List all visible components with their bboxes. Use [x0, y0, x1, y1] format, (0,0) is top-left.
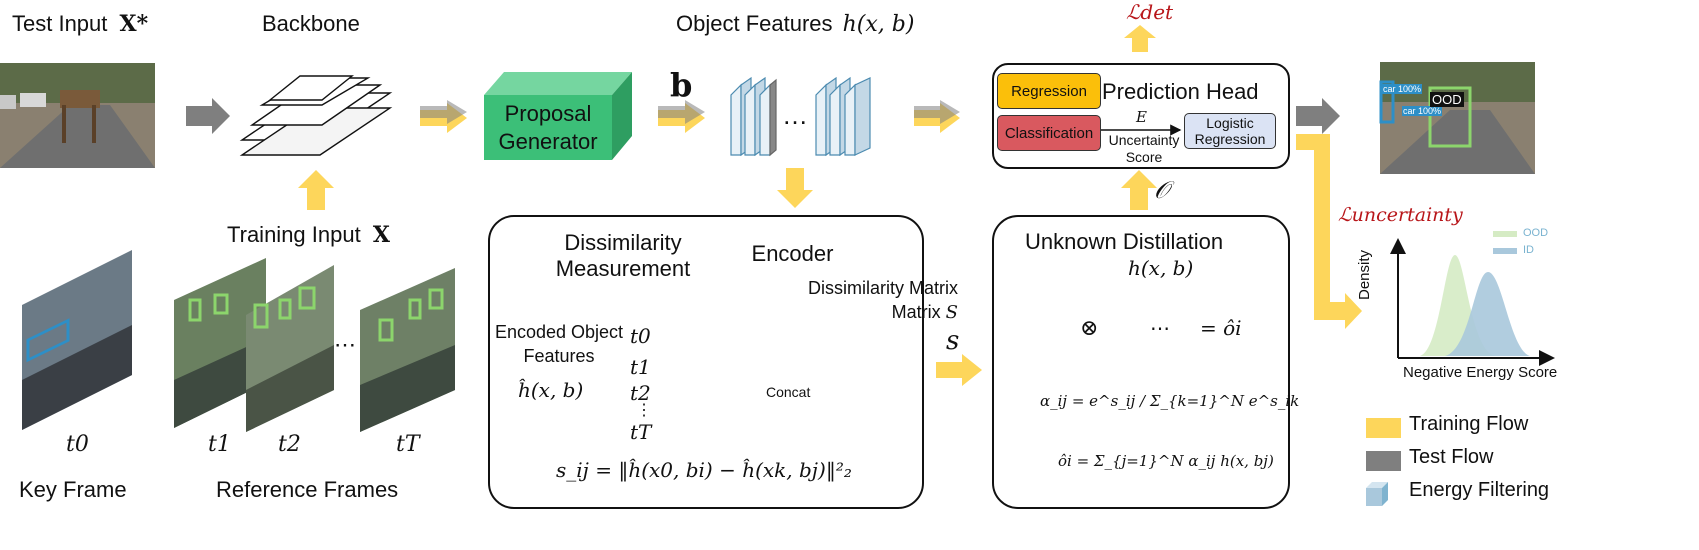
row-label-t1: t1: [630, 355, 651, 379]
dissimilarity-box: [488, 215, 924, 509]
row-label-t0: t0: [630, 324, 651, 348]
ref-frames-ellipsis: ⋯: [334, 332, 356, 357]
test-flow-arrow: [658, 100, 705, 124]
distill-h-label: h(x, b): [1128, 256, 1194, 280]
regression-block: Regression: [997, 73, 1101, 109]
legend-test-label: Test Flow: [1409, 446, 1494, 468]
s-label: s: [946, 326, 960, 356]
id-density-curve: [1445, 272, 1530, 356]
encoder-label: Encoder: [751, 241, 834, 266]
dissimilarity-formula: s_ij = ‖ĥ(x0, bi) − ĥ(xk, bj)‖²₂: [556, 458, 852, 482]
test-flow-arrow: [420, 100, 467, 124]
density-xlabel: Negative Energy Score: [1403, 364, 1558, 381]
test-flow-arrow: [186, 98, 230, 134]
backbone-label: Backbone: [262, 11, 360, 36]
ref-frame-t1: t1: [208, 432, 231, 457]
encoded-features-label: Encoded Object Features: [494, 322, 624, 366]
backbone-icon: [239, 75, 393, 156]
density-chart: [1390, 231, 1555, 366]
legend-swatch-ood: [1493, 231, 1517, 237]
key-frame-image: [22, 250, 132, 430]
object-feature-maps: [730, 76, 871, 157]
h-hat-label: ĥ(x, b): [518, 378, 584, 402]
output-car-tag-1: car 100%: [1382, 84, 1423, 94]
output-ood-tag: OOD: [1430, 92, 1464, 107]
output-car-tag-2: car 100%: [1402, 106, 1443, 116]
dissimilarity-matrix-label: Dissimilarity Matrix Matrix S: [808, 278, 958, 323]
uncertainty-score-label: Uncertainty Score: [1108, 132, 1180, 165]
training-flow-arrow: [777, 168, 813, 208]
legend-training-label: Training Flow: [1409, 413, 1529, 435]
test-input-image: [0, 63, 155, 168]
test-flow-arrow: [1296, 98, 1340, 134]
key-frame-label: Key Frame: [19, 477, 127, 502]
energy-e-label: E: [1136, 108, 1147, 126]
test-input-label: Test Input X*: [12, 11, 149, 37]
otimes-symbol: ⊗: [1080, 316, 1099, 341]
training-flow-arrow: [936, 354, 982, 386]
ref-frame-tT: tT: [396, 432, 420, 457]
l-uncertainty-label: ℒuncertainty: [1338, 204, 1463, 226]
reference-frames-label: Reference Frames: [216, 477, 399, 502]
o-hat-result: = ôi: [1200, 316, 1242, 340]
training-flow-arrow: [1121, 170, 1157, 210]
b-label: b: [670, 66, 693, 104]
row-label-dots: ⋮: [636, 400, 652, 419]
density-legend-ood: OOD: [1523, 227, 1549, 239]
legend-training-swatch: [1366, 418, 1401, 438]
row-label-t2: t2: [630, 381, 651, 405]
legend-test-swatch: [1366, 451, 1401, 471]
ref-frame-t2: t2: [278, 432, 301, 457]
l-det-label: ℒdet: [1126, 0, 1174, 24]
density-ylabel: Density: [1356, 249, 1373, 300]
training-input-label: Training Input X: [227, 222, 390, 248]
training-flow-arrow: [1124, 25, 1156, 52]
o-label: 𝒪: [1154, 176, 1170, 204]
legend-swatch-id: [1493, 248, 1517, 254]
legend-energy-cube: [1366, 482, 1388, 506]
concat-label: Concat: [766, 384, 811, 400]
reference-frame-images: [174, 258, 455, 432]
logistic-regression-block: Logistic Regression: [1184, 113, 1276, 149]
classification-block: Classification: [997, 115, 1101, 151]
prediction-head-title: Prediction Head: [1102, 79, 1259, 104]
row-label-tT: tT: [630, 420, 652, 444]
density-legend-id: ID: [1523, 244, 1534, 256]
distillation-box: [992, 215, 1290, 509]
distill-ellipsis: ⋯: [1150, 318, 1170, 340]
training-flow-arrow: [1296, 134, 1362, 329]
object-features-label: Object Features h(x, b): [676, 11, 915, 37]
alpha-formula: α_ij = e^s_ij / Σ_{k=1}^N e^s_ik: [1040, 392, 1300, 410]
o-hat-formula: ôi = Σ_{j=1}^N α_ij h(x, bj): [1058, 452, 1274, 470]
legend-energy-label: Energy Filtering: [1409, 479, 1550, 501]
key-frame-t0: t0: [66, 432, 89, 457]
proposal-generator-label: Proposal Generator: [498, 101, 598, 154]
test-flow-arrow: [914, 100, 960, 124]
dissimilarity-title: Dissimilarity Measurement: [555, 230, 691, 281]
proposal-generator-cube: [484, 72, 632, 160]
distillation-title: Unknown Distillation: [1025, 229, 1224, 254]
training-flow-arrow: [298, 170, 334, 210]
ellipsis: …: [782, 100, 808, 130]
output-image: [1379, 62, 1535, 174]
